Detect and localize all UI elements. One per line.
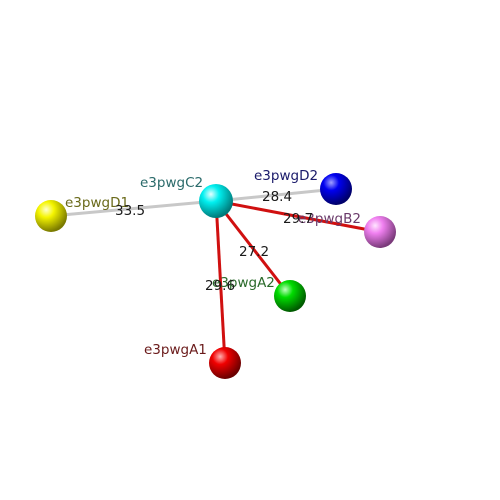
node-d1 <box>35 200 67 232</box>
node-label-a2: e3pwgA2 <box>212 275 275 291</box>
edge-c2-d1 <box>50 199 217 218</box>
node-label-a1: e3pwgA1 <box>144 342 207 358</box>
edge-label-c2-d1: 33.5 <box>115 203 145 219</box>
node-a1 <box>209 347 241 379</box>
edge-c2-a2 <box>214 200 292 297</box>
node-label-b2: e3pwgB2 <box>298 211 361 227</box>
edge-c2-b2 <box>215 199 381 234</box>
node-label-c2: e3pwgC2 <box>140 175 203 191</box>
edge-label-c2-a2: 27.2 <box>239 244 269 260</box>
nodes-layer <box>35 173 396 379</box>
node-b2 <box>364 216 396 248</box>
node-d2 <box>320 173 352 205</box>
edges-layer <box>50 187 381 364</box>
edge-c2-d2 <box>215 187 337 203</box>
edge-c2-a1 <box>214 200 227 364</box>
edge-labels-layer: 33.5 28.4 29.7 27.2 29.6 <box>115 189 313 294</box>
node-label-d2: e3pwgD2 <box>254 168 318 184</box>
node-labels-layer: e3pwgC2 e3pwgD2 e3pwgB2 e3pwgA2 e3pwgA1 … <box>65 168 361 358</box>
node-label-d1: e3pwgD1 <box>65 195 129 211</box>
edge-label-c2-a1: 29.6 <box>205 278 235 294</box>
edge-label-c2-d2: 28.4 <box>262 189 292 205</box>
node-a2 <box>274 280 306 312</box>
edge-label-c2-b2: 29.7 <box>283 211 313 227</box>
node-c2 <box>199 184 233 218</box>
